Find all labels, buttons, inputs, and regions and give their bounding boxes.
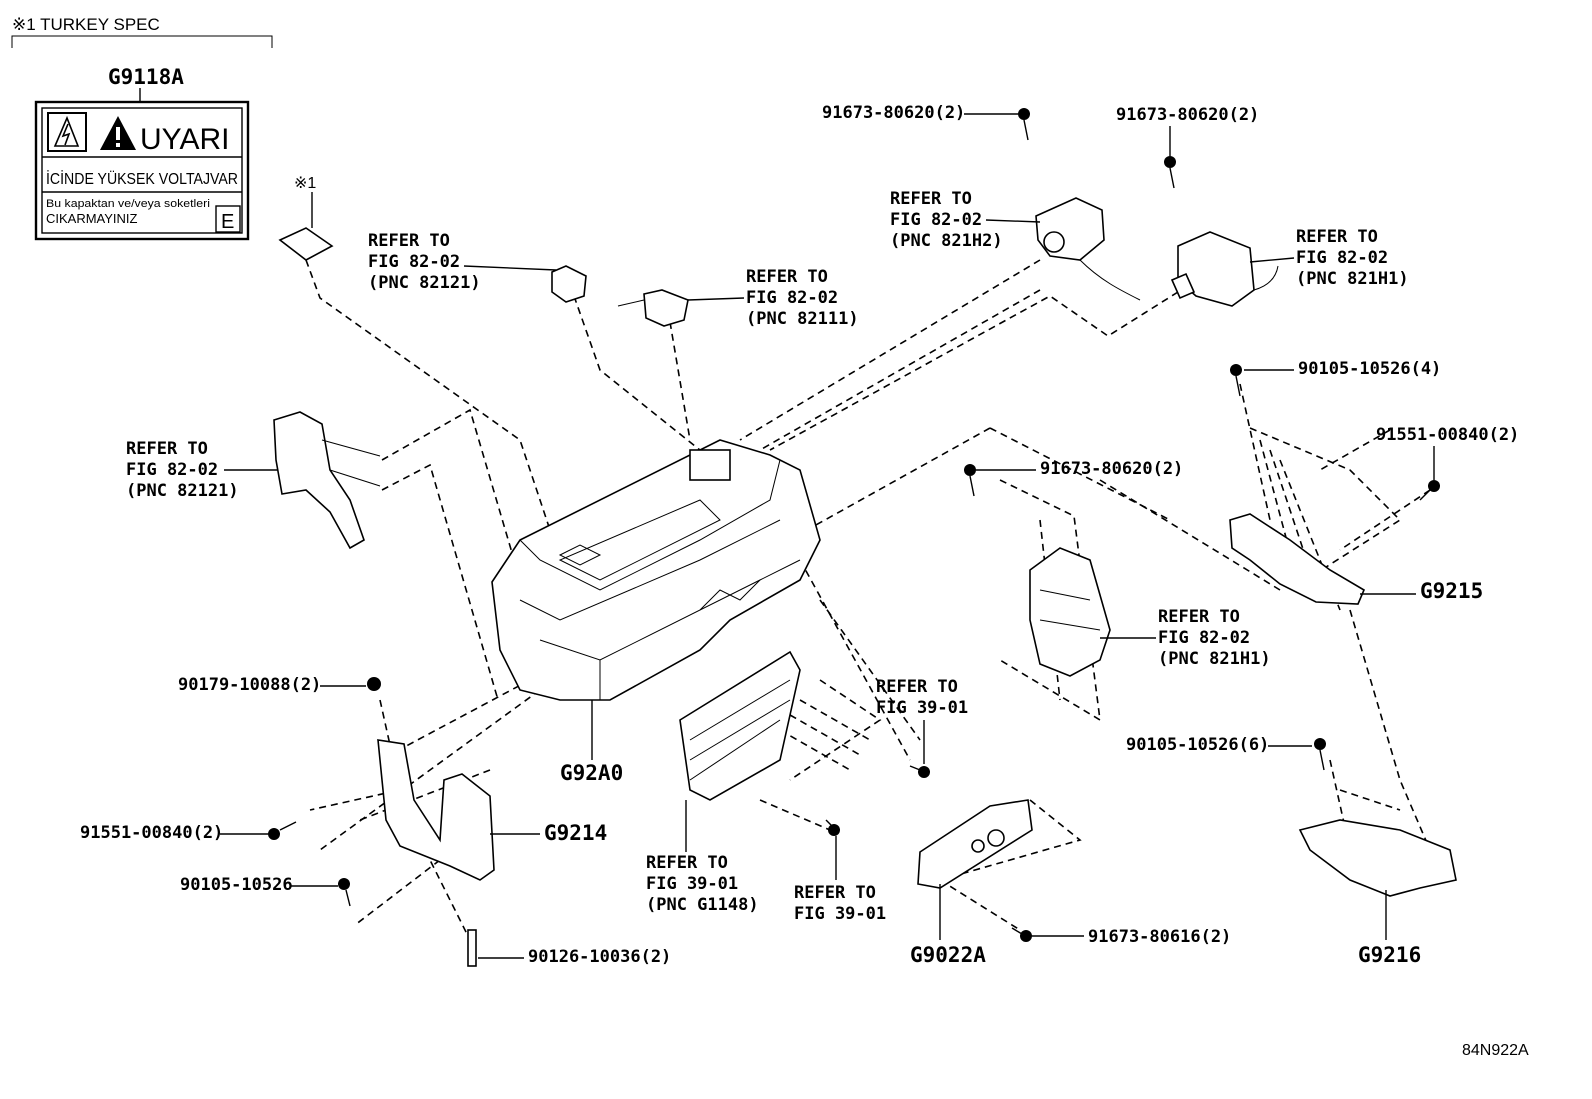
warning-line2: Bu kapaktan ve/veya soketleri bbox=[46, 198, 210, 210]
refer-to-line: REFER TO bbox=[876, 677, 958, 697]
bracket-g9215 bbox=[1229, 513, 1366, 605]
fig-line: FIG 39-01 bbox=[876, 698, 968, 718]
callout-90126-10036: 90126-10036(2) bbox=[478, 947, 671, 967]
refer-to-line: REFER TO bbox=[1158, 607, 1240, 627]
callout-90105-10526-4-text: 90105-10526(4) bbox=[1298, 359, 1441, 379]
refer-to-line: REFER TO bbox=[646, 853, 728, 873]
callout-fig-39-01-g1148: REFER TO FIG 39-01 (PNC G1148) bbox=[646, 800, 759, 915]
callout-91673-80620-mid: 91673-80620(2) bbox=[976, 459, 1183, 479]
callout-g9216: G9216 bbox=[1358, 890, 1421, 967]
warning-line1: İCİNDE YÜKSEK VOLTAJVAR bbox=[46, 169, 238, 188]
pnc-line: (PNC 821H2) bbox=[890, 231, 1003, 251]
callout-90179-10088: 90179-10088(2) bbox=[178, 675, 366, 695]
part-g9216: G9216 bbox=[1358, 943, 1421, 967]
pnc-line: (PNC 821H1) bbox=[1158, 649, 1271, 669]
connector-821h2 bbox=[1035, 197, 1141, 301]
callout-91551-00840-right: 91551-00840(2) bbox=[1376, 425, 1519, 480]
pnc-line: (PNC 82121) bbox=[368, 273, 481, 293]
connector-82121-left bbox=[273, 411, 381, 550]
callout-90126-10036-text: 90126-10036(2) bbox=[528, 947, 671, 967]
fig-line: FIG 82-02 bbox=[126, 460, 218, 480]
cover-g9022a bbox=[917, 799, 1033, 889]
callout-g9214: G9214 bbox=[490, 821, 607, 845]
pnc-line: (PNC 82121) bbox=[126, 481, 239, 501]
warning-code: E bbox=[221, 211, 234, 233]
callout-fig-82-02-821h1-top: REFER TO FIG 82-02 (PNC 821H1) bbox=[1249, 227, 1409, 289]
fig-line: FIG 39-01 bbox=[646, 874, 738, 894]
callout-91673-80620-top-left: 91673-80620(2) bbox=[822, 103, 1018, 123]
warning-label: G9118A UYARI İCİNDE YÜKSEK VOLTAJVAR Bu … bbox=[34, 65, 250, 241]
callout-fig-39-01-bottom: REFER TO FIG 39-01 bbox=[794, 836, 886, 924]
warning-line3: CIKARMAYINIZ bbox=[46, 211, 138, 226]
connector-821h1-mid bbox=[1029, 547, 1111, 677]
pnc-line: (PNC 821H1) bbox=[1296, 269, 1409, 289]
refer-to-line: REFER TO bbox=[126, 439, 208, 459]
warning-title: UYARI bbox=[140, 123, 229, 156]
connector-82121-top bbox=[551, 265, 587, 303]
fig-line: FIG 82-02 bbox=[368, 252, 460, 272]
fig-line: FIG 82-02 bbox=[1158, 628, 1250, 648]
part-g9215: G9215 bbox=[1420, 579, 1483, 603]
part-g9214: G9214 bbox=[544, 821, 607, 845]
bracket-g9216 bbox=[1298, 819, 1457, 897]
pnc-line: (PNC G1148) bbox=[646, 895, 759, 915]
bracket-g9214 bbox=[377, 739, 495, 881]
assembly-lines bbox=[305, 259, 1431, 941]
callout-91551-00840-right-text: 91551-00840(2) bbox=[1376, 425, 1519, 445]
callout-fig-82-02-82111: REFER TO FIG 82-02 (PNC 82111) bbox=[687, 267, 859, 329]
callout-g92a0: G92A0 bbox=[560, 700, 623, 785]
callout-90105-10526: 90105-10526 bbox=[180, 875, 338, 895]
fig-line: FIG 82-02 bbox=[746, 288, 838, 308]
warning-label-part-no: G9118A bbox=[108, 65, 184, 89]
callout-91551-00840-left: 91551-00840(2) bbox=[80, 823, 268, 843]
part-g92a0: G92A0 bbox=[560, 761, 623, 785]
turkey-marker: ※1 bbox=[294, 175, 316, 192]
connector-82111 bbox=[617, 289, 689, 327]
callout-90105-10526-6: 90105-10526(6) bbox=[1126, 735, 1312, 755]
refer-to-line: REFER TO bbox=[794, 883, 876, 903]
fig-line: FIG 39-01 bbox=[794, 904, 886, 924]
inverter-assembly bbox=[491, 439, 821, 701]
callout-91551-00840-left-text: 91551-00840(2) bbox=[80, 823, 223, 843]
callout-91673-80620-c: 91673-80620(2) bbox=[1040, 459, 1183, 479]
turkey-spec-text: ※1 TURKEY SPEC bbox=[12, 15, 160, 34]
figure-code: 84N922A bbox=[1462, 1042, 1529, 1059]
turkey-spec-header: ※1 TURKEY SPEC bbox=[11, 15, 273, 48]
pnc-line: (PNC 82111) bbox=[746, 309, 859, 329]
callout-91673-80620-top-right: 91673-80620(2) bbox=[1116, 105, 1259, 156]
callout-fig-82-02-82121-left: REFER TO FIG 82-02 (PNC 82121) bbox=[126, 439, 278, 501]
refer-to-line: REFER TO bbox=[1296, 227, 1378, 247]
refer-to-line: REFER TO bbox=[368, 231, 450, 251]
fasteners bbox=[268, 108, 1440, 967]
callout-90179-10088-text: 90179-10088(2) bbox=[178, 675, 321, 695]
refer-to-line: REFER TO bbox=[746, 267, 828, 287]
callout-g9022a: G9022A bbox=[910, 884, 986, 967]
callout-90105-10526-text: 90105-10526 bbox=[180, 875, 293, 895]
fig-line: FIG 82-02 bbox=[1296, 248, 1388, 268]
callout-fig-82-02-821h2: REFER TO FIG 82-02 (PNC 821H2) bbox=[890, 189, 1041, 251]
cable-assembly-g1148 bbox=[679, 650, 801, 801]
callout-91673-80616: 91673-80616(2) bbox=[1032, 927, 1231, 947]
callout-91673-80620-b: 91673-80620(2) bbox=[1116, 105, 1259, 125]
callout-fig-39-01-top: REFER TO FIG 39-01 bbox=[876, 677, 968, 764]
callout-90105-10526-6-text: 90105-10526(6) bbox=[1126, 735, 1269, 755]
fig-line: FIG 82-02 bbox=[890, 210, 982, 230]
refer-to-line: REFER TO bbox=[890, 189, 972, 209]
callout-91673-80620-a: 91673-80620(2) bbox=[822, 103, 965, 123]
part-g9022a: G9022A bbox=[910, 943, 986, 967]
turkey-label-sticker: ※1 bbox=[278, 175, 334, 261]
callout-g9215: G9215 bbox=[1360, 579, 1483, 603]
connector-821h1-top bbox=[1170, 231, 1279, 307]
callout-fig-82-02-82121-top: REFER TO FIG 82-02 (PNC 82121) bbox=[368, 231, 557, 293]
callout-90105-10526-4: 90105-10526(4) bbox=[1244, 359, 1441, 379]
callout-91673-80616-text: 91673-80616(2) bbox=[1088, 927, 1231, 947]
high-voltage-icon bbox=[47, 112, 87, 152]
callout-fig-82-02-821h1-mid: REFER TO FIG 82-02 (PNC 821H1) bbox=[1100, 607, 1271, 669]
